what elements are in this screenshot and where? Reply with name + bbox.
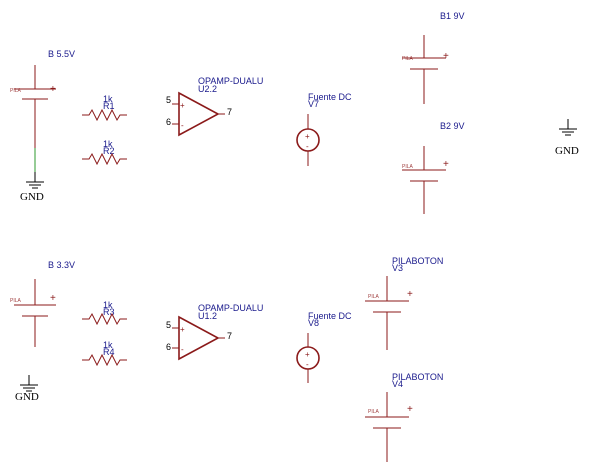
pin-number: 5	[166, 320, 171, 330]
minus-sign: -	[181, 345, 184, 354]
ground-label: GND	[20, 191, 44, 203]
plus-sign: +	[443, 51, 449, 62]
resistor-ref: R3	[103, 307, 115, 317]
ground-label: GND	[15, 391, 39, 403]
resistor-ref: R2	[103, 146, 115, 156]
pin-number: 5	[166, 95, 171, 105]
battery-type-label: PILA	[368, 294, 380, 300]
pilaboton-v3[interactable]: PILABOTON V3 PILA +	[365, 256, 443, 350]
plus-sign: +	[50, 84, 56, 95]
pilaboton-part-label: PILABOTON	[392, 372, 443, 382]
resistor-ref: R4	[103, 347, 115, 357]
pilaboton-ref-label: V3	[392, 263, 403, 273]
ground-symbol[interactable]: GND	[15, 375, 39, 403]
resistor-ref: R1	[103, 101, 115, 111]
dc-source-v8[interactable]: Fuente DC V8 + -	[296, 311, 352, 383]
resistor-value: 1k	[103, 139, 113, 149]
resistor-r2[interactable]: 1k R2	[82, 139, 127, 166]
plus-sign: +	[180, 101, 185, 110]
plus-sign: +	[407, 289, 413, 300]
opamp-part-label: OPAMP-DUALU	[198, 303, 263, 313]
battery-label: B 3.3V	[48, 260, 75, 270]
battery-type-label: PILA	[368, 409, 380, 415]
resistor-r3[interactable]: 1k R3	[82, 300, 127, 326]
battery-b1-9v[interactable]: B1 9V PILA +	[402, 11, 465, 104]
opamp-part-label: OPAMP-DUALU	[198, 76, 263, 86]
source-ref-label: V8	[308, 318, 319, 328]
minus-sign: -	[181, 121, 184, 130]
battery-label: B2 9V	[440, 121, 465, 131]
battery-type-label: PILA	[10, 88, 22, 94]
pin-number: 6	[166, 342, 171, 352]
battery-type-label: PILA	[402, 164, 414, 170]
battery-b-5v5[interactable]: B 5.5V PILA +	[10, 49, 75, 148]
ground-symbol[interactable]: GND	[20, 172, 44, 203]
opamp-ref-label: U1.2	[198, 311, 217, 321]
plus-sign: +	[50, 293, 56, 304]
source-ref-label: V7	[308, 99, 319, 109]
battery-b2-9v[interactable]: B2 9V PILA +	[402, 121, 465, 214]
ground-symbol[interactable]: GND	[555, 119, 579, 157]
dc-source-v7[interactable]: Fuente DC V7 + -	[296, 92, 352, 166]
opamp-u1-2[interactable]: OPAMP-DUALU U1.2 5 6 7 + -	[166, 303, 263, 361]
resistor-r4[interactable]: 1k R4	[82, 340, 127, 367]
plus-sign: +	[305, 132, 310, 141]
pilaboton-part-label: PILABOTON	[392, 256, 443, 266]
source-part-label: Fuente DC	[308, 311, 352, 321]
pin-number: 7	[227, 331, 232, 341]
battery-b-3v3[interactable]: B 3.3V PILA +	[10, 260, 75, 347]
pin-number: 6	[166, 117, 171, 127]
pilaboton-v4[interactable]: PILABOTON V4 PILA +	[365, 372, 443, 462]
minus-sign: -	[306, 142, 309, 151]
plus-sign: +	[443, 159, 449, 170]
resistor-value: 1k	[103, 94, 113, 104]
opamp-u2-2[interactable]: OPAMP-DUALU U2.2 5 6 7 + -	[166, 76, 263, 137]
battery-label: B1 9V	[440, 11, 465, 21]
battery-type-label: PILA	[10, 298, 22, 304]
opamp-ref-label: U2.2	[198, 84, 217, 94]
plus-sign: +	[305, 350, 310, 359]
ground-label: GND	[555, 145, 579, 157]
battery-label: B 5.5V	[48, 49, 75, 59]
plus-sign: +	[407, 404, 413, 415]
plus-sign: +	[180, 325, 185, 334]
resistor-r1[interactable]: 1k R1	[82, 94, 127, 122]
battery-type-label: PILA	[402, 56, 414, 62]
resistor-value: 1k	[103, 300, 113, 310]
minus-sign: -	[306, 360, 309, 369]
pin-number: 7	[227, 107, 232, 117]
pilaboton-ref-label: V4	[392, 379, 403, 389]
resistor-value: 1k	[103, 340, 113, 350]
source-part-label: Fuente DC	[308, 92, 352, 102]
